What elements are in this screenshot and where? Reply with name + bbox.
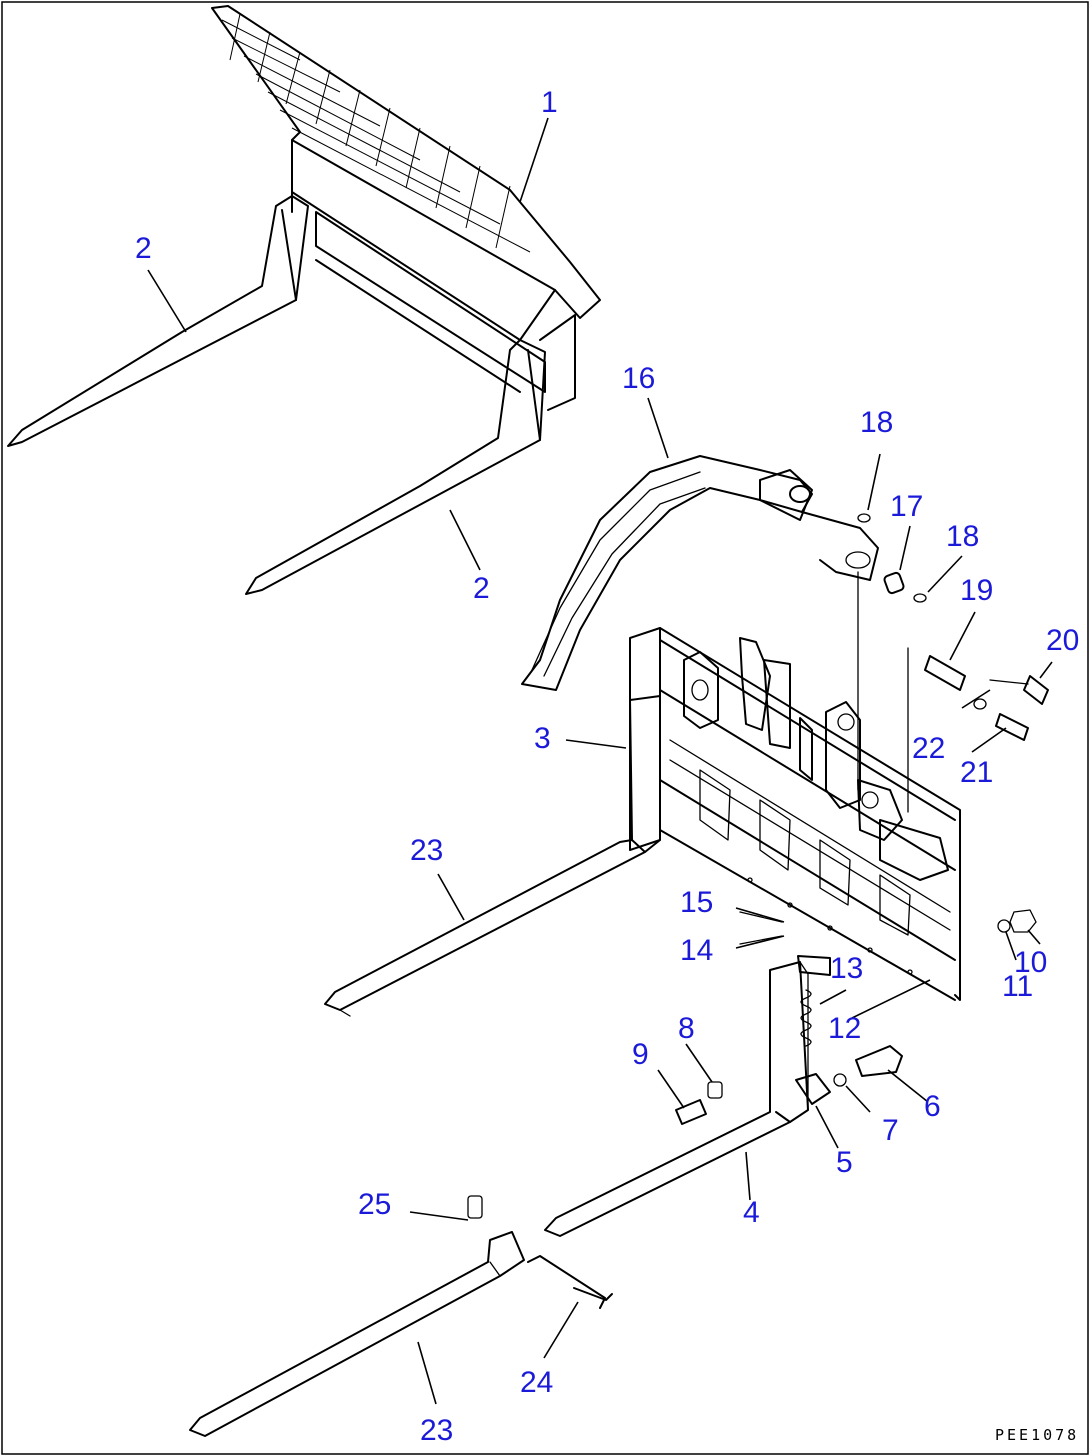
callout-17: 17 [890,490,923,523]
callout-12: 12 [828,1012,861,1045]
fork-4 [544,955,831,1237]
callout-15: 15 [680,886,713,919]
callout-1: 1 [541,86,558,119]
callout-14: 14 [680,934,713,967]
callout-13: 13 [830,952,863,985]
callout-10: 10 [1014,946,1047,979]
hardware-parts [467,513,1049,1301]
callout-4: 4 [743,1196,760,1229]
fork-23-lower [189,1231,606,1437]
fork-23-upper [324,695,661,1017]
callout-3: 3 [534,722,551,755]
callout-22: 22 [912,732,945,765]
callout-16: 16 [622,362,655,395]
callout-18: 18 [946,520,979,553]
callout-21: 21 [960,756,993,789]
callout-8: 8 [678,1012,695,1045]
callout-5: 5 [836,1146,853,1179]
callout-18: 18 [860,406,893,439]
callout-11: 11 [1002,970,1033,1003]
drawing-code: PEE1078 [995,1426,1079,1444]
callout-9: 9 [632,1038,649,1071]
callout-7: 7 [882,1114,899,1147]
callout-19: 19 [960,574,993,607]
carriage-3 [629,627,961,1001]
callout-6: 6 [924,1090,941,1123]
callout-25: 25 [358,1188,391,1221]
leader-lines [147,117,1053,1405]
callout-20: 20 [1046,624,1079,657]
callout-2: 2 [135,232,152,265]
callout-2: 2 [473,572,490,605]
frame-16 [521,455,879,691]
callout-24: 24 [520,1366,553,1399]
upper-fork-attachment [7,5,601,595]
callout-23: 23 [420,1414,453,1447]
callouts: 1 2 2 3 4 5 6 7 8 9 10 11 12 13 14 15 16… [135,86,1079,1447]
callout-23: 23 [410,834,443,867]
